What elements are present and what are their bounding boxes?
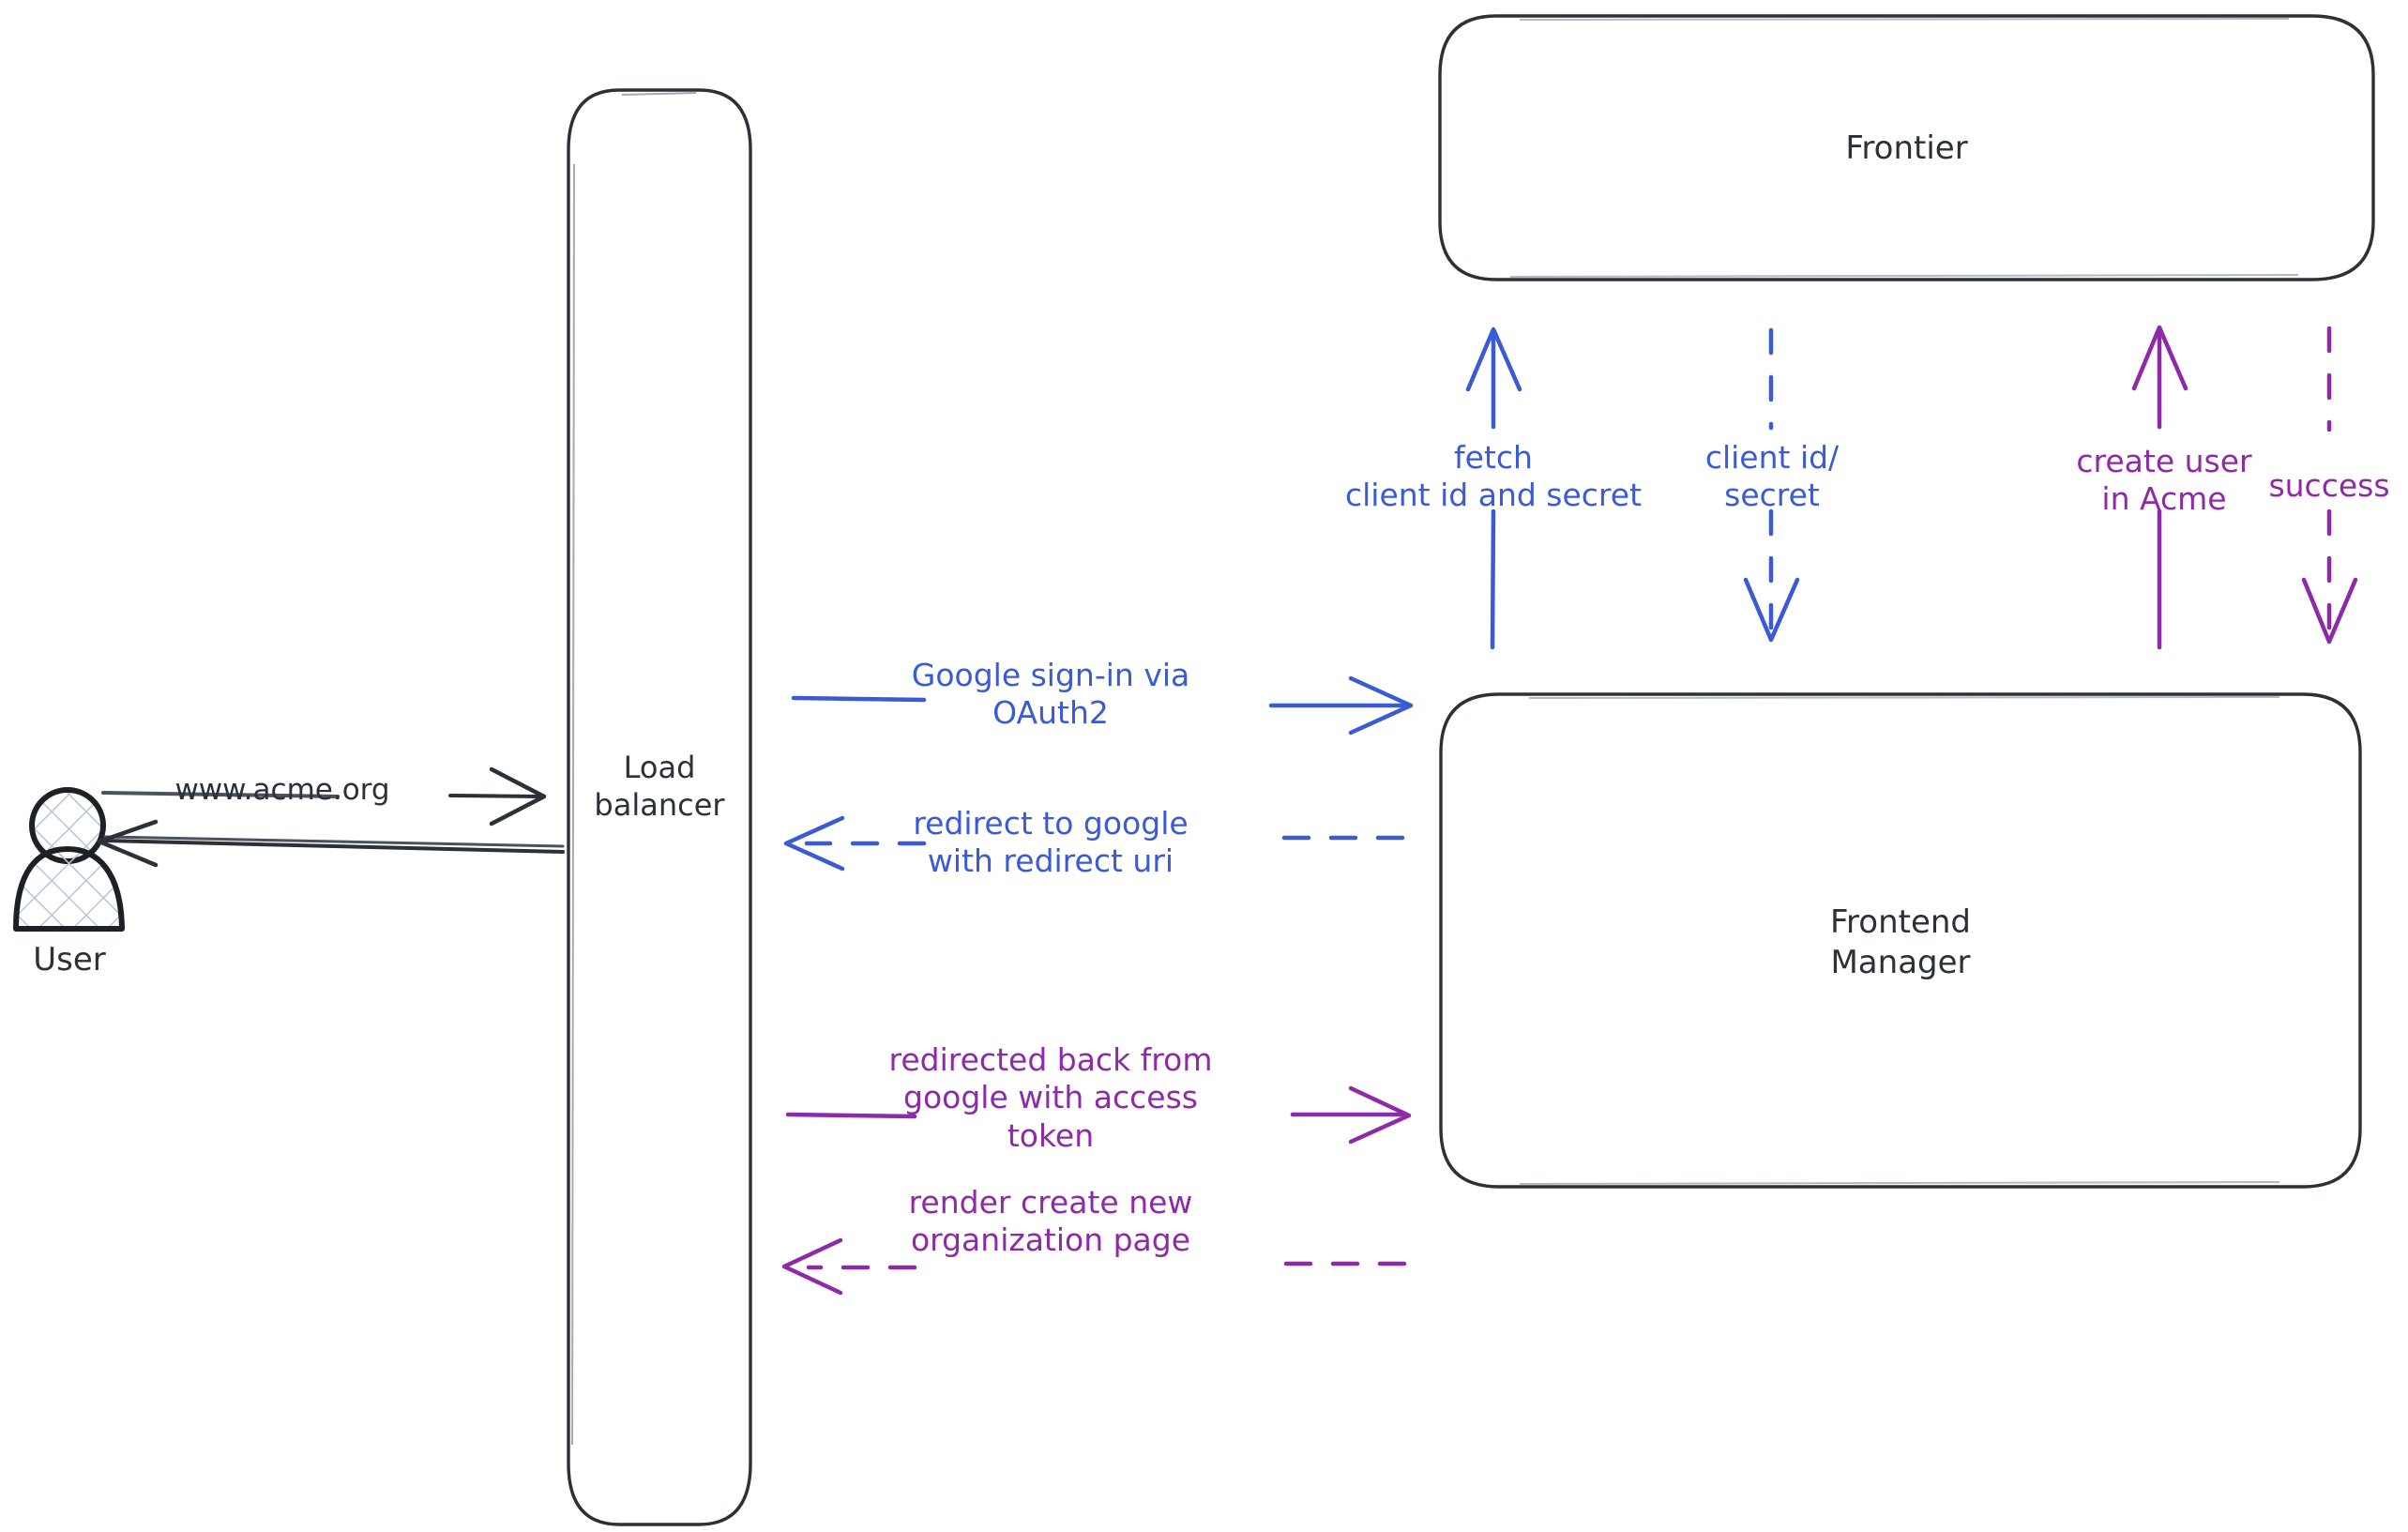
edge-lb-to-user (97, 819, 565, 868)
edge-lb-to-fm-token (785, 1085, 1412, 1145)
node-frontend-manager[interactable] (1439, 692, 2362, 1189)
edge-frontier-to-fm-creds (1743, 327, 1800, 643)
node-frontier[interactable] (1438, 14, 2375, 281)
edge-lb-to-fm-signin (791, 675, 1414, 736)
edge-fm-to-lb-redirect (783, 815, 1405, 872)
edge-user-to-lb (101, 766, 547, 827)
edge-fm-to-frontier-fetch (1465, 326, 1522, 650)
node-load-balancer[interactable] (567, 88, 752, 1526)
edge-fm-to-frontier-create (2131, 325, 2188, 650)
edge-frontier-to-fm-success (2301, 326, 2358, 645)
node-user[interactable] (13, 787, 125, 932)
edge-fm-to-lb-render (781, 1237, 1407, 1296)
